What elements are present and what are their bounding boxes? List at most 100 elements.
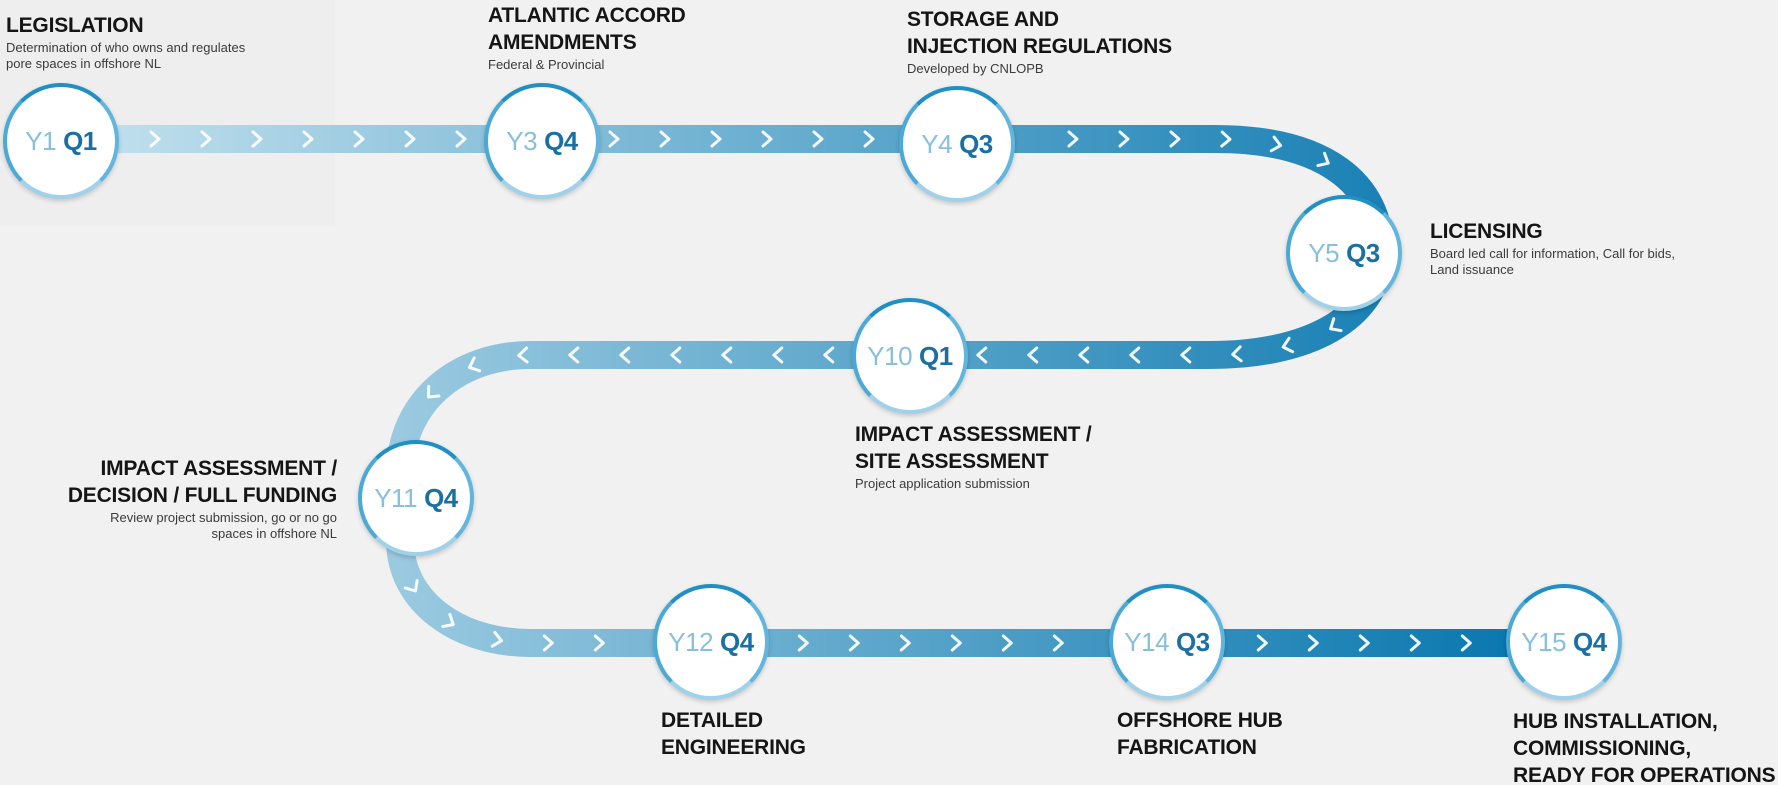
- milestone-year: Y11: [374, 482, 418, 513]
- milestone-subtitle: Developed by CNLOPB: [907, 61, 1044, 76]
- chevron-right-icon: [1078, 346, 1090, 364]
- milestone-subtitle: Project application submission: [855, 476, 1030, 491]
- chevron-right-icon: [721, 346, 733, 364]
- milestone-year: Y4: [921, 128, 953, 159]
- milestone-title: STORAGE AND INJECTION REGULATIONS: [907, 8, 1172, 58]
- chevron-right-icon: [1169, 130, 1181, 148]
- milestone-year: Y14: [1124, 626, 1170, 657]
- milestone-label-decision-funding: IMPACT ASSESSMENT / DECISION / FULL FUND…: [68, 455, 337, 542]
- milestone-title: IMPACT ASSESSMENT / SITE ASSESSMENT: [855, 423, 1092, 473]
- milestone-quarter: Q3: [1176, 626, 1210, 657]
- milestone-label-licensing: LICENSING Board led call for information…: [1430, 218, 1675, 278]
- milestone-label-site-assessment: IMPACT ASSESSMENT / SITE ASSESSMENT Proj…: [855, 421, 1092, 492]
- milestone-quarter: Q1: [63, 125, 97, 156]
- milestone-quarter: Q4: [1573, 626, 1607, 657]
- chevron-right-icon: [772, 346, 784, 364]
- chevron-right-icon: [200, 130, 212, 148]
- chevron-right-icon: [1118, 130, 1130, 148]
- chevron-right-icon: [468, 356, 482, 373]
- chevron-right-icon: [1281, 336, 1295, 354]
- chevron-right-icon: [1129, 346, 1141, 364]
- chevron-right-icon: [426, 384, 441, 399]
- milestone-title: ATLANTIC ACCORD AMENDMENTS: [488, 4, 686, 54]
- chevron-right-icon: [1358, 634, 1370, 652]
- milestone-year: Y15: [1521, 626, 1567, 657]
- chevron-right-icon: [441, 612, 455, 629]
- chevron-right-icon: [608, 130, 620, 148]
- chevron-right-icon: [619, 346, 631, 364]
- milestone-label-detailed-engineering: DETAILED ENGINEERING: [661, 707, 806, 761]
- chevron-right-icon: [1067, 130, 1079, 148]
- milestone-quarter: Q4: [544, 125, 578, 156]
- chevron-right-icon: [1180, 346, 1192, 364]
- chevron-right-icon: [976, 346, 988, 364]
- chevron-right-icon: [542, 634, 554, 652]
- chevron-right-icon: [1409, 634, 1421, 652]
- chevron-right-icon: [251, 130, 263, 148]
- milestone-label-hub-fabrication: OFFSHORE HUB FABRICATION: [1117, 707, 1283, 761]
- chevron-right-icon: [1329, 317, 1343, 333]
- chevron-right-icon: [404, 130, 416, 148]
- chevron-right-icon: [1256, 634, 1268, 652]
- milestone-year: Y5: [1308, 237, 1340, 268]
- chevron-right-icon: [710, 130, 722, 148]
- milestone-title: IMPACT ASSESSMENT / DECISION / FULL FUND…: [67, 457, 337, 507]
- chevron-right-icon: [1316, 151, 1330, 168]
- milestone-quarter: Q3: [1346, 237, 1380, 268]
- milestone-title: DETAILED ENGINEERING: [661, 709, 806, 759]
- chevron-right-icon: [1220, 130, 1232, 148]
- chevron-right-icon: [899, 634, 911, 652]
- chevron-right-icon: [1231, 345, 1243, 363]
- chevron-right-icon: [823, 346, 835, 364]
- milestone-subtitle: Review project submission, go or no go s…: [110, 510, 337, 541]
- milestone-quarter: Q4: [720, 626, 754, 657]
- milestone-year: Y1: [25, 125, 57, 156]
- chevron-right-icon: [797, 634, 809, 652]
- chevron-right-icon: [848, 634, 860, 652]
- milestone-label-legislation: LEGISLATION Determination of who owns an…: [6, 12, 245, 72]
- chevron-right-icon: [1001, 634, 1013, 652]
- milestone-quarter: Q3: [959, 128, 993, 159]
- milestone-year: Y12: [668, 626, 714, 657]
- milestone-quarter: Q4: [424, 482, 458, 513]
- milestone-title: LICENSING: [1430, 220, 1543, 243]
- chevron-right-icon: [950, 634, 962, 652]
- chevron-right-icon: [659, 130, 671, 148]
- chevron-right-icon: [593, 634, 605, 652]
- chevron-right-icon: [1269, 135, 1283, 153]
- chevron-right-icon: [568, 346, 580, 364]
- milestone-subtitle: Federal & Provincial: [488, 57, 605, 72]
- milestone-title: LEGISLATION: [6, 14, 144, 37]
- chevron-right-icon: [863, 130, 875, 148]
- milestone-title: OFFSHORE HUB FABRICATION: [1117, 709, 1283, 759]
- milestone-year: Y10: [867, 340, 913, 371]
- milestone-subtitle: Board led call for information, Call for…: [1430, 246, 1675, 277]
- milestone-quarter: Q1: [919, 340, 953, 371]
- chevron-right-icon: [490, 630, 503, 648]
- chevron-right-icon: [302, 130, 314, 148]
- milestone-subtitle: Determination of who owns and regulates …: [6, 40, 246, 71]
- chevron-right-icon: [1307, 634, 1319, 652]
- chevron-right-icon: [403, 578, 419, 593]
- chevron-right-icon: [1460, 634, 1472, 652]
- milestone-label-hub-installation: HUB INSTALLATION, COMMISSIONING, READY F…: [1513, 708, 1776, 785]
- chevron-right-icon: [670, 346, 682, 364]
- chevron-right-icon: [812, 130, 824, 148]
- milestone-label-storage-injection: STORAGE AND INJECTION REGULATIONS Develo…: [907, 6, 1172, 77]
- milestone-title: HUB INSTALLATION, COMMISSIONING, READY F…: [1513, 710, 1776, 785]
- chevron-right-icon: [455, 130, 467, 148]
- milestone-year: Y3: [506, 125, 538, 156]
- chevron-right-icon: [1052, 634, 1064, 652]
- chevron-right-icon: [149, 130, 161, 148]
